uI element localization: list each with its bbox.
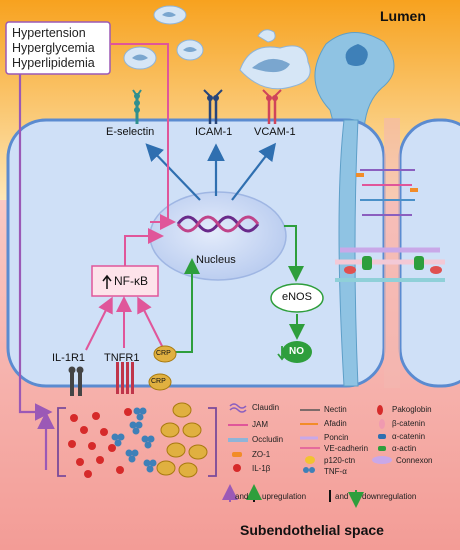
cytokine-il1b-icon <box>76 458 84 466</box>
cytokine-tnfa-icon <box>141 435 155 449</box>
cytokine-il1b-icon <box>116 466 124 474</box>
nfkb-to-nucleus-arrow <box>124 228 164 266</box>
no-label: NO <box>289 346 304 357</box>
crp-particle-icon <box>188 444 208 460</box>
risk-factor-hyperlipidemia: Hyperlipidemia <box>12 56 95 70</box>
e-selectin-label: E-selectin <box>106 126 155 138</box>
enos-node <box>270 283 324 313</box>
arrow-to-e-selectin <box>145 143 201 201</box>
icam-1-label: ICAM-1 <box>195 126 233 138</box>
cytokine-tnfa-icon <box>143 459 157 473</box>
legend-poncin: Poncin <box>324 433 349 442</box>
crp-particle-icon <box>156 460 176 476</box>
tnfr1-receptor-icon <box>116 362 134 394</box>
legend-nectin: Nectin <box>324 405 347 414</box>
crp-bound-icon <box>148 373 172 391</box>
dna-helix-icon <box>176 215 260 233</box>
legend-jam: JAM <box>252 420 268 429</box>
crp-to-nucleus-arrow <box>175 258 200 353</box>
nucleus-to-enos-arrow <box>284 225 304 282</box>
legend-afadin: Afadin <box>324 419 347 428</box>
legend-claudin: Claudin <box>252 403 280 412</box>
legend <box>222 403 392 508</box>
subendothelial-label: Subendothelial space <box>240 522 384 538</box>
legend-ve-cadherin: VE-cadherin <box>324 444 369 453</box>
legend-tnf-a: TNF-α <box>324 467 347 476</box>
no-node <box>282 341 312 363</box>
nfkb-box <box>91 265 159 297</box>
adhesion-molecule-vcam-1 <box>262 89 282 124</box>
cytokine-il1b-icon <box>100 428 108 436</box>
cytokine-il1b-icon <box>88 442 96 450</box>
cytokine-il1b-icon <box>96 456 104 464</box>
endothelial-cell-right <box>398 118 460 388</box>
cytokine-il1b-icon <box>84 470 92 478</box>
enos-label: eNOS <box>282 291 312 303</box>
legend-down-and: and <box>335 492 349 501</box>
cytokine-il1b-icon <box>108 444 116 452</box>
lumen-label: Lumen <box>380 8 426 24</box>
nucleus <box>149 191 287 281</box>
crp-particle-icon <box>178 462 198 478</box>
risk-factor-box <box>5 21 111 75</box>
legend-a-catenin: α-catenin <box>392 432 426 441</box>
junction-proteins <box>335 169 445 282</box>
cytokine-tnfa-icon <box>125 449 139 463</box>
legend-p120-ctn: p120-ctn <box>324 456 356 465</box>
cytokine-il1b-icon <box>70 414 78 422</box>
legend-occludin: Occludin <box>252 435 284 444</box>
crp-particle-icon <box>160 422 180 438</box>
risk-factor-hyperglycemia: Hyperglycemia <box>12 41 95 55</box>
legend-pakoglobin: Pakoglobin <box>392 405 432 414</box>
crp-particle-icon <box>166 442 186 458</box>
legend-il-1b: IL-1β <box>252 464 271 473</box>
crp-particle-icon <box>172 402 192 418</box>
cytokine-il1b-icon <box>80 426 88 434</box>
cytokine-tnfa-icon <box>133 407 147 421</box>
crp-label-1: CRP <box>156 350 171 357</box>
cytokine-il1b-icon <box>124 408 132 416</box>
monocyte-icon <box>123 5 311 90</box>
cytokine-il1b-icon <box>68 440 76 448</box>
cytokine-tnfa-icon <box>129 421 143 435</box>
legend-b-catenin: β-catenin <box>392 419 426 428</box>
adhesion-molecule-e-selectin <box>132 89 142 124</box>
arrow-to-vcam-1 <box>231 142 277 201</box>
legend-connexon: Connexon <box>396 456 433 465</box>
crp-membrane-icon <box>153 345 177 363</box>
nucleus-label: Nucleus <box>196 254 236 266</box>
il-1r1-label: IL-1R1 <box>52 352 86 364</box>
adhesion-molecule-icam-1 <box>203 89 223 124</box>
cytokine-tnfa-icon <box>111 433 125 447</box>
crp-label-2: CRP <box>151 378 166 385</box>
tnfr1-label: TNFR1 <box>104 352 140 364</box>
nfkb-label: NF-κB <box>114 274 148 288</box>
cytokine-il1b-icon <box>92 412 100 420</box>
cytokine-pool <box>37 407 217 477</box>
vcam-1-label: VCAM-1 <box>254 126 296 138</box>
risk-factor-hypertension: Hypertension <box>12 26 86 40</box>
legend-a-actin: α-actin <box>392 444 417 453</box>
legend-downregulation: downregulation <box>362 492 417 501</box>
cytokine-particles <box>68 402 208 478</box>
crp-particle-icon <box>182 422 202 438</box>
legend-upregulation: upregulation <box>262 492 307 501</box>
legend-up-and: and <box>235 492 249 501</box>
legend-zo-1: ZO-1 <box>252 450 271 459</box>
il-1r1-receptor-icon <box>68 366 84 396</box>
